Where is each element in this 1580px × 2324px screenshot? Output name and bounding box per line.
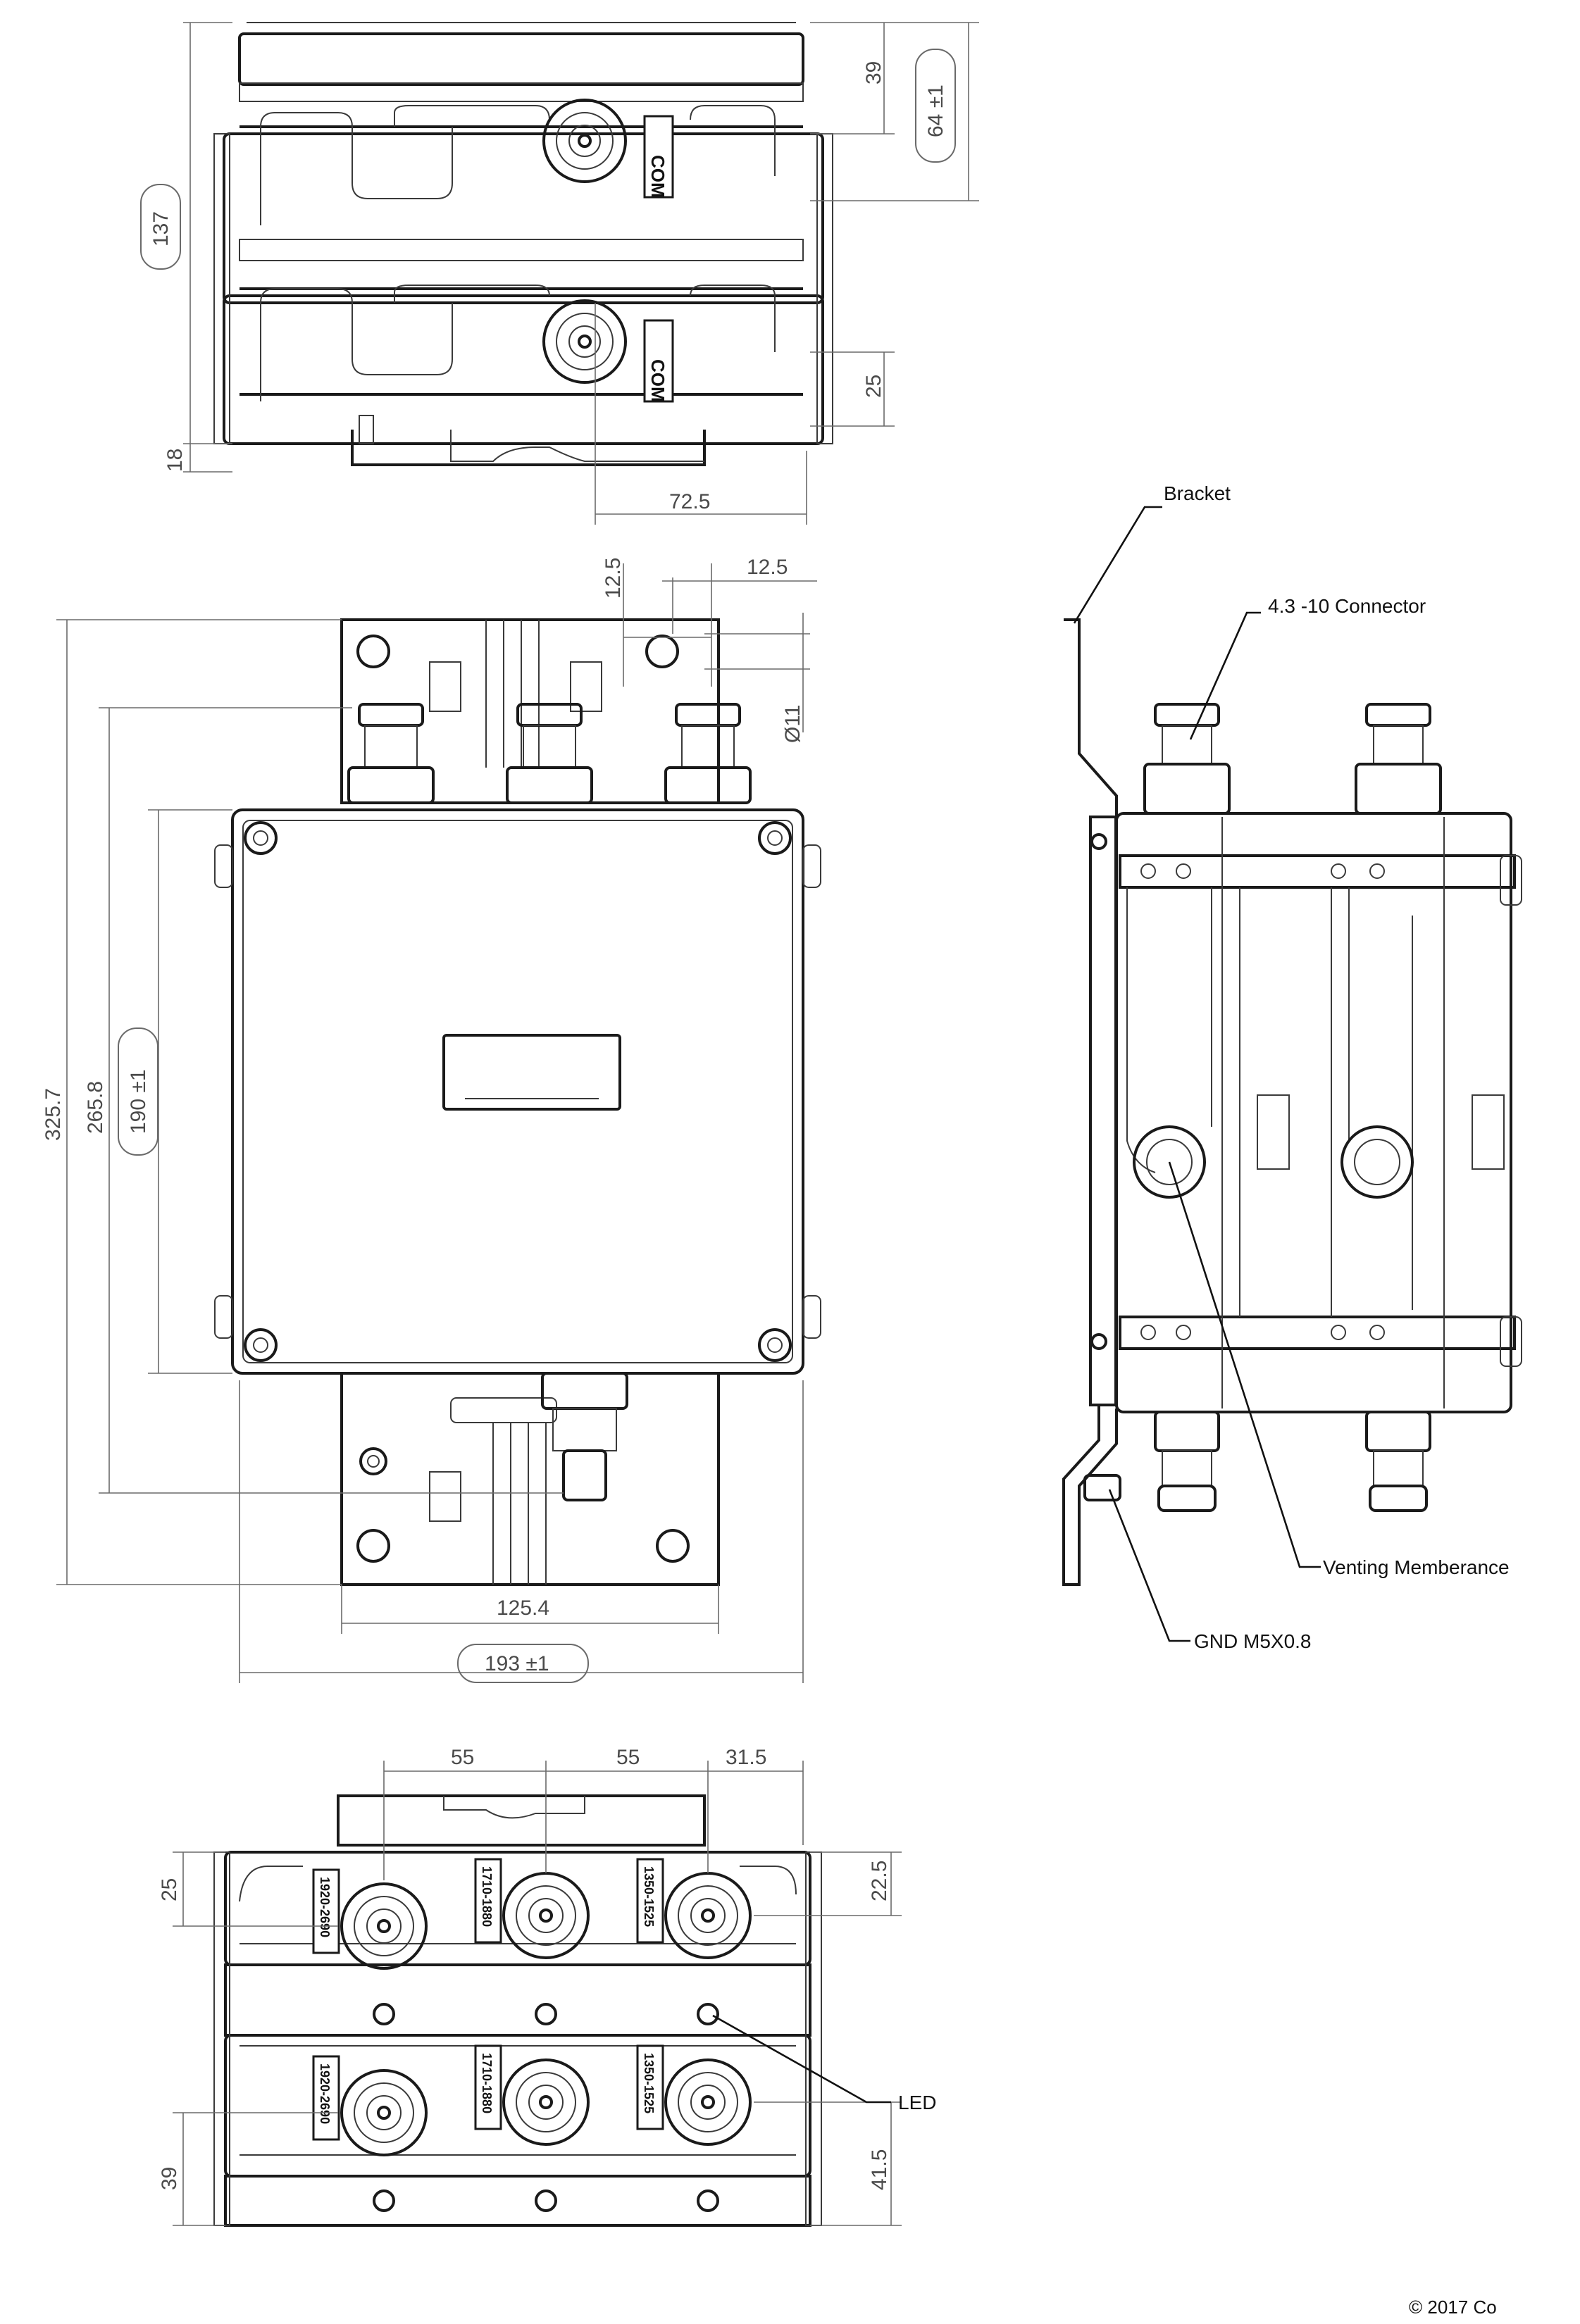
- band-label-upper-3: 1350-1525: [642, 1866, 656, 1927]
- top-view: COM COM 137 18 39 64 ±1 25 72.5: [140, 22, 979, 525]
- band-label-upper-2: 1710-1880: [480, 1866, 494, 1927]
- side-connector-top-1: [1143, 703, 1231, 815]
- bottom-port-lower-3: [636, 2044, 752, 2146]
- side-view: Bracket 4.3 -10 Connector Venting Member…: [1062, 482, 1522, 1652]
- dim-55-b: 55: [616, 1746, 640, 1769]
- bottom-port-upper-1: [312, 1868, 428, 1970]
- dim-18: 18: [163, 449, 187, 472]
- side-connector-bottom-2: [1365, 1411, 1431, 1512]
- copyright-text: © 2017 Co: [1409, 2297, 1497, 2318]
- dim-55-a: 55: [451, 1746, 474, 1769]
- front-view: 12.5 12.5 Ø11 325.7 265.8 190 ±1 125.4 1…: [42, 556, 821, 1683]
- dim-125-4: 125.4: [497, 1597, 549, 1620]
- callout-gnd: GND M5X0.8: [1194, 1630, 1312, 1652]
- dim-325-7: 325.7: [42, 1088, 65, 1141]
- dim-22-5: 22.5: [868, 1861, 891, 1901]
- dim-265-8: 265.8: [84, 1081, 107, 1134]
- callout-bracket: Bracket: [1164, 482, 1231, 504]
- band-label-lower-3: 1350-1525: [642, 2053, 656, 2113]
- side-connector-top-2: [1355, 703, 1442, 815]
- dim-64: 64 ±1: [924, 85, 947, 137]
- dim-12-5-horizontal: 12.5: [747, 556, 788, 579]
- dim-72-5: 72.5: [669, 490, 710, 513]
- callout-venting: Venting Memberance: [1323, 1556, 1510, 1578]
- com-label-upper: COM: [647, 155, 668, 198]
- dim-39-top: 39: [862, 61, 885, 85]
- front-connector-2: [506, 703, 593, 804]
- dim-41-5: 41.5: [868, 2149, 891, 2190]
- dim-193: 193 ±1: [485, 1652, 549, 1675]
- front-connector-1: [347, 703, 435, 804]
- led-3: [697, 2003, 719, 2025]
- product-label: [442, 1034, 621, 1111]
- led-2: [535, 2003, 557, 2025]
- front-connector-3: [664, 703, 752, 804]
- dim-31-5: 31.5: [726, 1746, 766, 1769]
- dim-137: 137: [149, 211, 173, 246]
- bottom-port-lower-1: [312, 2055, 428, 2156]
- dim-25-bottom: 25: [158, 1878, 181, 1901]
- led-1: [373, 2003, 395, 2025]
- dim-25-top: 25: [862, 375, 885, 398]
- dim-12-5-vertical: 12.5: [602, 558, 625, 599]
- com-label-lower: COM: [647, 359, 668, 402]
- bottom-view: 1920-2690 1710-1880 1350-1525 1920-2690 …: [158, 1746, 936, 2227]
- side-connector-bottom-1: [1154, 1411, 1220, 1512]
- band-label-upper-1: 1920-2690: [318, 1877, 332, 1937]
- band-label-lower-1: 1920-2690: [318, 2063, 332, 2124]
- dim-hole-diameter: Ø11: [781, 705, 804, 743]
- dim-39-bottom: 39: [158, 2167, 181, 2190]
- callout-led: LED: [898, 2092, 936, 2113]
- front-connector-bottom: [541, 1372, 628, 1501]
- dim-190: 190 ±1: [127, 1069, 150, 1134]
- ground-lug: [1083, 1474, 1121, 1501]
- bottom-port-lower-2: [474, 2044, 590, 2146]
- band-label-lower-2: 1710-1880: [480, 2053, 494, 2113]
- callout-connector: 4.3 -10 Connector: [1268, 595, 1426, 617]
